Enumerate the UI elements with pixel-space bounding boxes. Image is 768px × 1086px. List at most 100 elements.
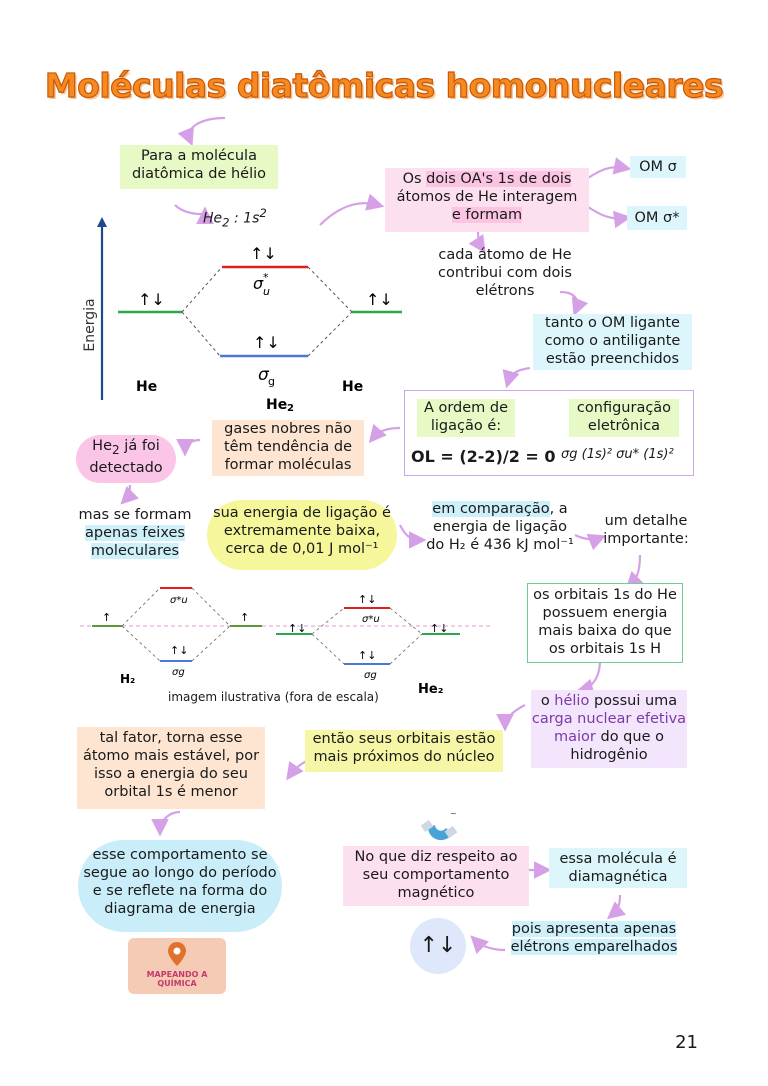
magnetic-box: No que diz respeito ao seu comportamento… (343, 846, 529, 906)
molecule-sub: 2 (287, 403, 294, 414)
he2-antibonding-electrons: ↑↓ (358, 593, 376, 606)
sigma-label: σ (258, 365, 270, 385)
he-right-electrons: ↑↓ (430, 622, 448, 635)
each-atom-text: cada átomo de He contribui com dois elét… (438, 247, 572, 299)
stable-atom-text: tal fator, torna esse átomo mais estável… (82, 730, 260, 800)
h2-sigma: σg (172, 667, 185, 678)
left-atom-label: He (136, 379, 157, 395)
both-filled-text: tanto o OM ligante como o antiligante es… (544, 315, 681, 367)
energy-axis-arrowhead (97, 217, 107, 227)
molecular-beams-box: mas se formam apenas feixes moleculares (66, 506, 204, 560)
h2-label: H₂ (120, 672, 135, 686)
period-text: esse comportamento se segue ao longo do … (83, 847, 277, 917)
oa-text-1: Os (402, 171, 427, 187)
orbitals-lower-box: os orbitais 1s do He possuem energia mai… (527, 583, 683, 663)
magnetic-text: No que diz respeito ao seu comportamento… (354, 849, 518, 901)
h2-bonding-electrons: ↑↓ (170, 644, 188, 657)
oa-interaction-box: Os dois OA's 1s de dois átomos de He int… (385, 168, 589, 232)
sigma-sub: g (268, 375, 275, 388)
left-electrons: ↑↓ (138, 290, 165, 309)
h-left-electron: ↑ (102, 611, 111, 624)
comparative-diagram: ↑ ↑ ↑↓ σ*u σg H₂ ↑↓ ↑↓ ↑↓ ↑↓ σ*u σg He₂ (80, 587, 490, 697)
om-sigma-box: OM σ (630, 156, 686, 178)
he2-detected-cloud: He2 já foi detectado (76, 435, 176, 483)
config-rest: : 1s (229, 210, 260, 227)
sigma-star-sub: u (263, 285, 270, 298)
sigma-star-label: σ (253, 274, 264, 293)
paired-electrons-symbol: ↑↓ (419, 933, 457, 958)
mapeando-logo: MAPEANDO A QUÍMICA (128, 938, 226, 994)
he2-label: He₂ (418, 682, 443, 697)
he-charge-text-3: do que o hidrogênio (570, 729, 664, 763)
paired-electrons-circle: ↑↓ (410, 918, 466, 974)
he-left-electrons: ↑↓ (288, 622, 306, 635)
oa-text-hl: dois OA's 1s de dois (426, 171, 572, 187)
he-charge-hl: hélio (554, 693, 590, 709)
config-sub: 2 (222, 215, 230, 230)
closer-nucleus-box: então seus orbitais estão mais próximos … (305, 730, 503, 772)
magnet-icon: ~ (420, 809, 458, 841)
bond-order-label: A ordem de ligação é: (423, 400, 509, 434)
config-sup: 2 (259, 206, 267, 220)
page-title: Moléculas diatômicas homonucleares (44, 65, 724, 105)
he2-detected-rest: já foi detectado (89, 438, 163, 476)
he2-correlation (311, 607, 423, 665)
oa-text-hl2: e formam (451, 207, 523, 223)
comparison-box: em comparação, a energia de ligação do H… (422, 500, 578, 554)
paired-box: pois apresenta apenas elétrons emparelha… (499, 920, 689, 956)
svg-text:~: ~ (450, 809, 457, 818)
bond-order-panel: A ordem de ligação é: configuração eletr… (404, 390, 694, 476)
om-sigma-text: OM σ (639, 159, 677, 175)
bond-order-label-box: A ordem de ligação é: (417, 399, 515, 437)
correlation-lines (181, 266, 353, 357)
diamagnetic-box: essa molécula é diamagnética (549, 848, 687, 888)
helium-intro-text: Para a molécula diatômica de hélio (131, 148, 267, 182)
he-charge-text-1: o (540, 693, 555, 709)
antibonding-electrons: ↑↓ (250, 244, 277, 263)
beams-hl: apenas feixes moleculares (85, 525, 185, 559)
oa-text-2: átomos de He interagem (396, 189, 578, 205)
logo-text: MAPEANDO A QUÍMICA (146, 970, 208, 988)
om-sigma-star-text: OM σ* (634, 210, 680, 226)
location-pin-icon (168, 942, 186, 966)
bond-energy-text: sua energia de ligação é extremamente ba… (213, 505, 391, 557)
he2-detected-he: He (92, 438, 112, 454)
bonding-electrons: ↑↓ (253, 333, 280, 352)
h-right-electron: ↑ (240, 611, 249, 624)
both-filled-box: tanto o OM ligante como o antiligante es… (533, 314, 692, 370)
bond-energy-cloud: sua energia de ligação é extremamente ba… (207, 500, 397, 570)
he2-bonding-electrons: ↑↓ (358, 649, 376, 662)
right-electrons: ↑↓ (366, 290, 393, 309)
config-label-box: configuração eletrônica (569, 399, 679, 437)
he2-detected-sub: 2 (112, 442, 120, 457)
period-cloud: esse comportamento se segue ao longo do … (78, 840, 282, 932)
config-label: configuração eletrônica (576, 400, 672, 434)
comparison-text: , a energia de ligação do H₂ é 436 kJ mo… (426, 501, 574, 553)
orbitals-lower-text: os orbitais 1s do He possuem energia mai… (533, 587, 677, 657)
he2-sigma-star: σ*u (362, 614, 380, 625)
helium-intro-box: Para a molécula diatômica de hélio (120, 145, 278, 189)
sigma-star-sup: * (263, 271, 269, 284)
h2-correlation (121, 587, 231, 662)
molecule-label: He (266, 397, 287, 413)
helium-charge-box: o hélio possui uma carga nuclear efetiva… (531, 690, 687, 768)
diamagnetic-text: essa molécula é diamagnética (559, 851, 677, 885)
energy-diagram-he2: Energia ↑↓ ↑↓ ↑↓ ↑↓ σ u * σ g He He He 2 (82, 217, 402, 414)
right-atom-label: He (342, 379, 363, 395)
config-formula: σg (1s)² σu* (1s)² (561, 447, 674, 462)
om-sigma-star-box: OM σ* (627, 206, 687, 230)
stable-atom-box: tal fator, torna esse átomo mais estável… (77, 727, 265, 809)
config-he: He (203, 210, 223, 227)
detail-text: um detalhe importante: (603, 513, 689, 547)
page-number: 21 (675, 1032, 698, 1053)
he-charge-hl2: carga nuclear efetiva maior (531, 711, 687, 745)
noble-gases-text: gases nobres não têm tendência de formar… (223, 421, 353, 473)
he-charge-text-2: possui uma (589, 693, 678, 709)
noble-gases-box: gases nobres não têm tendência de formar… (212, 420, 364, 476)
he2-sigma: σg (364, 670, 377, 681)
he2-config: He2 : 1s2 (203, 206, 267, 229)
energy-axis-label: Energia (82, 298, 98, 351)
h2-sigma-star: σ*u (170, 595, 188, 606)
comparison-hl: em comparação (432, 501, 550, 517)
